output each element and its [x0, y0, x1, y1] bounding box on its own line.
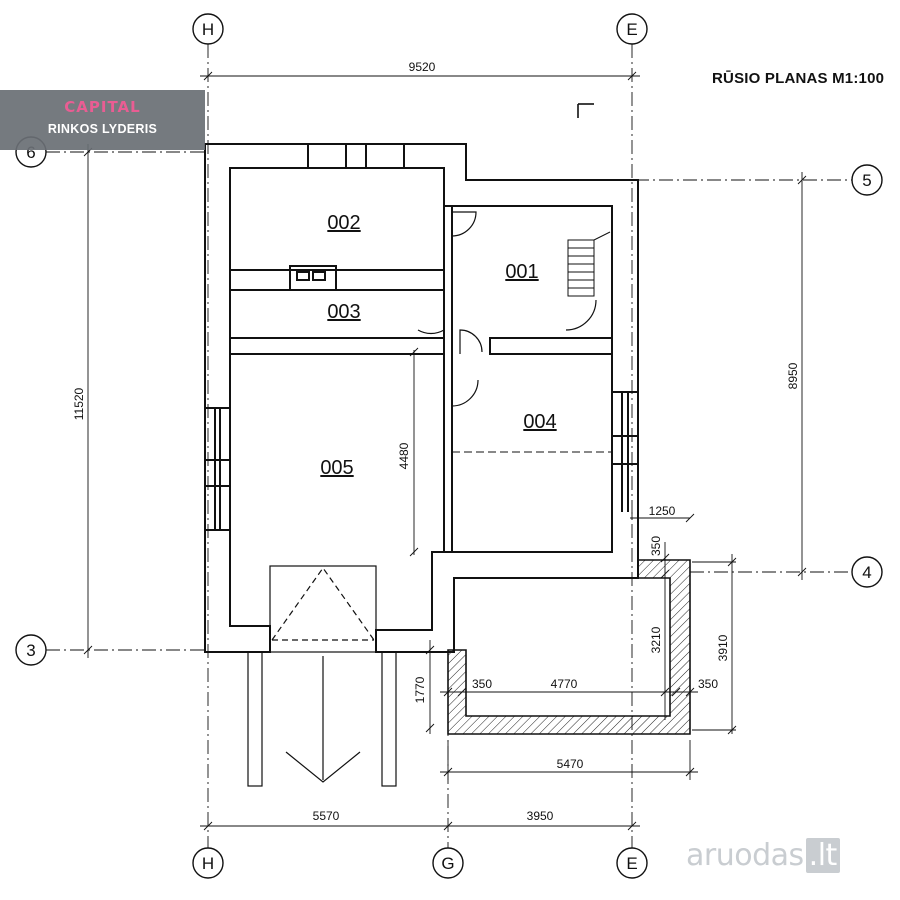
dim-annex-3910: 3910	[716, 634, 730, 661]
annex	[447, 559, 691, 735]
dim-inner-4480: 4480	[397, 442, 411, 469]
watermark: aruodas.lt	[686, 838, 840, 873]
garage-entrance	[247, 565, 397, 787]
dim-left-total: 11520	[72, 387, 86, 420]
dim-annex-5470: 5470	[557, 757, 584, 771]
axis-label-h-bottom: H	[202, 854, 214, 873]
dim-annex-350-right: 350	[698, 677, 718, 691]
dim-annex-1770: 1770	[413, 676, 427, 703]
dim-bottom-left: 5570	[313, 809, 340, 823]
axis-label-g-bottom: G	[441, 854, 454, 873]
room-label-004: 004	[523, 411, 556, 433]
dim-right-total: 8950	[786, 362, 800, 389]
doors	[417, 211, 597, 407]
axis-bubbles	[15, 13, 883, 879]
dim-annex-4770: 4770	[551, 677, 578, 691]
axis-label-3: 3	[26, 641, 35, 660]
agency-subtitle: RINKOS LYDERIS	[47, 122, 158, 136]
dim-annex-3210: 3210	[649, 626, 663, 653]
dim-annex-350-v: 350	[649, 536, 663, 556]
dim-annex-350-left: 350	[472, 677, 492, 691]
axis-label-e-bottom: E	[626, 854, 637, 873]
stair	[567, 231, 611, 297]
plan-title: RŪSIO PLANAS M1:100	[712, 70, 885, 87]
dim-top-total: 9520	[409, 60, 436, 74]
axis-label-6: 6	[26, 143, 35, 162]
watermark-text: aruodas	[686, 838, 804, 873]
room-label-005: 005	[320, 457, 353, 479]
dim-bottom-right: 3950	[527, 809, 554, 823]
dim-annex-1250: 1250	[649, 504, 676, 518]
watermark-suffix: .lt	[805, 838, 840, 873]
agency-logo: CAPITAL	[64, 98, 141, 116]
axis-label-4: 4	[862, 563, 871, 582]
axis-label-e-top: E	[626, 20, 637, 39]
axis-label-h-top: H	[202, 20, 214, 39]
room-label-002: 002	[327, 212, 360, 234]
agency-badge: CAPITAL RINKOS LYDERIS	[0, 90, 205, 150]
room-label-003: 003	[327, 301, 360, 323]
axis-label-5: 5	[862, 171, 871, 190]
room-label-001: 001	[505, 261, 538, 283]
